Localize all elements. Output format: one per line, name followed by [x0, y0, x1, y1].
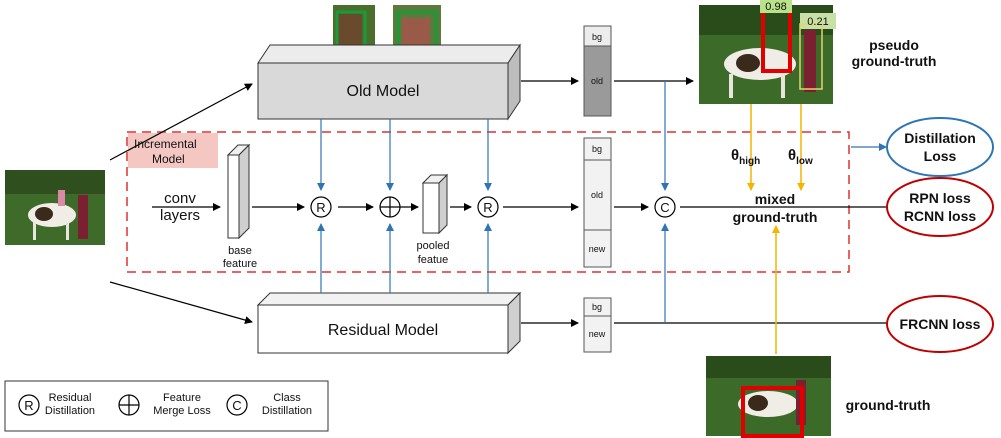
legend-class-label-1: Class	[273, 392, 301, 404]
arrow-input-to-residual	[109, 281, 253, 324]
middle-column-old: old	[591, 190, 603, 200]
old-model-box	[257, 43, 521, 121]
top-column-bg: bg	[592, 32, 602, 42]
mixed-gt-label-1: mixed	[755, 191, 795, 207]
pseudo-gt-image	[699, 0, 836, 104]
mixed-gt-label-2: ground-truth	[733, 209, 818, 225]
conv-label-2: layers	[160, 207, 200, 224]
arrow-input-to-old	[109, 83, 253, 161]
score-high: 0.98	[765, 1, 786, 13]
distillation-loss-ellipse	[886, 117, 994, 177]
pooled-feature-label-2: featue	[418, 254, 449, 266]
distillation-loss-label-2: Loss	[924, 148, 957, 164]
bottom-output-column	[583, 297, 612, 353]
input-image	[5, 170, 105, 245]
incremental-label-1: Incremental	[134, 137, 197, 151]
conv-label-1: conv	[164, 190, 196, 207]
bottom-column-new: new	[589, 329, 606, 339]
legend-merge: Feature Merge Loss	[118, 392, 211, 417]
legend-merge-label-1: Feature	[163, 392, 201, 404]
legend-class: C Class Distillation	[226, 392, 312, 417]
svg-text:C: C	[232, 398, 241, 413]
incremental-label-bg	[128, 133, 218, 168]
middle-column-bg: bg	[592, 144, 602, 154]
base-feature-label-2: feature	[223, 258, 257, 270]
score-low: 0.21	[807, 16, 828, 28]
rpn-loss-label: RPN loss	[909, 190, 971, 206]
residual-op-1-label: R	[316, 200, 325, 215]
base-feature-block	[226, 143, 251, 240]
class-op: C	[654, 196, 676, 218]
middle-output-column	[583, 137, 612, 268]
pooled-feature-block	[421, 173, 449, 235]
bottom-column-bg: bg	[592, 302, 602, 312]
legend-merge-label-2: Merge Loss	[153, 405, 211, 417]
frcnn-loss-label: FRCNN loss	[900, 316, 981, 332]
top-column-old: old	[591, 76, 603, 86]
svg-text:R: R	[24, 398, 33, 413]
old-model-label: Old Model	[347, 83, 420, 100]
top-output-column	[583, 25, 612, 117]
residual-op-1: R	[310, 196, 332, 218]
rpn-rcnn-loss-ellipse	[886, 177, 994, 237]
merge-op	[379, 196, 401, 218]
ground-truth-label: ground-truth	[846, 397, 931, 413]
pseudo-gt-label-2: ground-truth	[852, 53, 937, 69]
residual-op-2: R	[477, 196, 499, 218]
legend-class-label-2: Distillation	[262, 405, 312, 417]
frcnn-loss-ellipse	[886, 295, 994, 353]
legend-residual: R Residual Distillation	[18, 392, 95, 417]
residual-model-box	[256, 291, 522, 355]
legend-box	[4, 380, 329, 432]
ground-truth-image	[706, 356, 831, 438]
rcnn-loss-label: RCNN loss	[904, 208, 977, 224]
middle-column-new: new	[589, 244, 606, 254]
legend-residual-label-1: Residual	[49, 392, 92, 404]
class-op-label: C	[660, 200, 669, 215]
residual-model-label: Residual Model	[328, 322, 438, 339]
legend-residual-label-2: Distillation	[45, 405, 95, 417]
theta-low-label: θlow	[788, 147, 813, 167]
residual-op-2-label: R	[483, 200, 492, 215]
pseudo-gt-label-1: pseudo	[869, 37, 919, 53]
theta-high-label: θhigh	[731, 147, 760, 167]
pooled-feature-label-1: pooled	[416, 240, 449, 252]
distillation-loss-label-1: Distillation	[904, 130, 976, 146]
base-feature-label-1: base	[228, 245, 252, 257]
incremental-label-2: Model	[152, 152, 185, 166]
